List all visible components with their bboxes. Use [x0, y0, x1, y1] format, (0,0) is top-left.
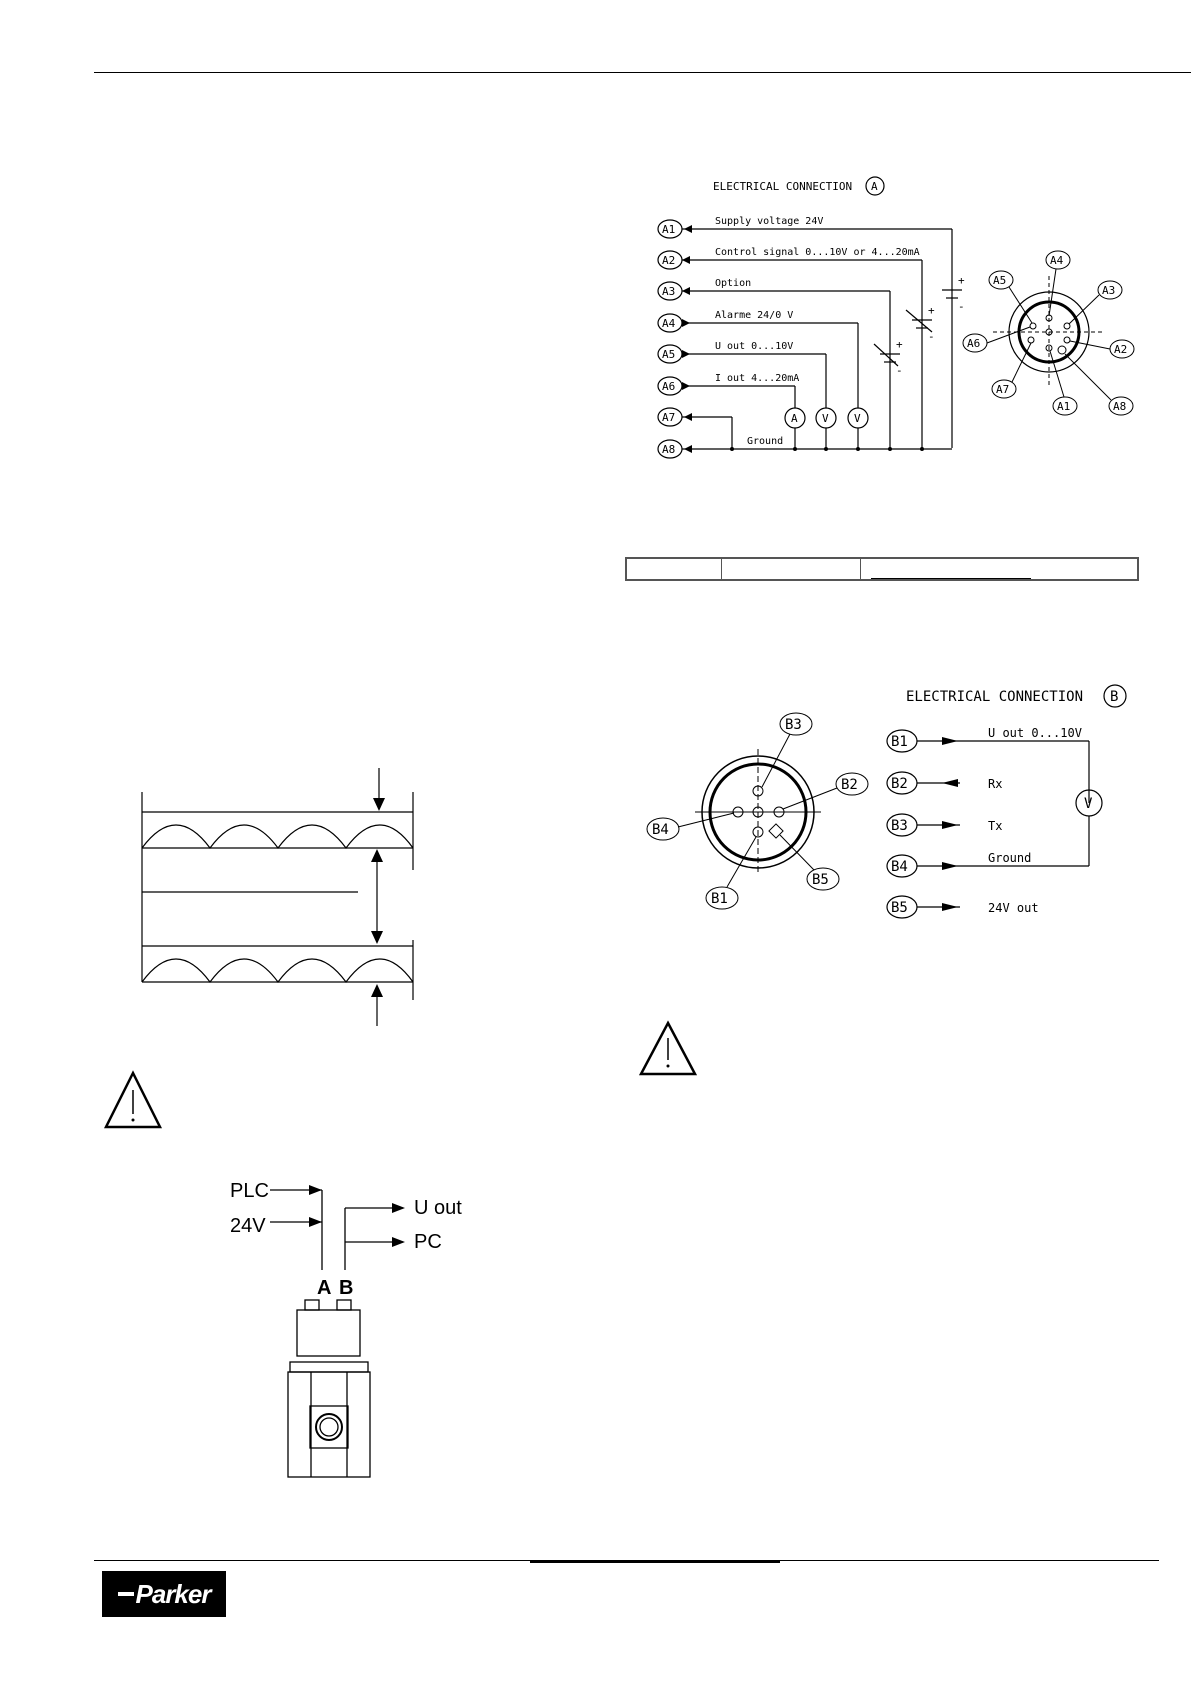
electrical-connection-b-diagram: ELECTRICAL CONNECTION B B3 B2 B4 B1 B5 — [646, 684, 1127, 919]
sig-b5-label: 24V out — [988, 901, 1039, 915]
pin-a3-id: A3 — [662, 285, 675, 298]
pin-a1-label: Supply voltage 24V — [715, 216, 823, 227]
sig-b4-id: B4 — [891, 859, 908, 875]
sig-b1-id: B1 — [891, 734, 908, 750]
conn-a-title-tag: A — [871, 180, 878, 193]
pin-a2-label: Control signal 0...10V or 4...20mA — [715, 247, 920, 258]
header-rule — [94, 72, 1191, 73]
battery3-plus: + — [896, 338, 903, 351]
pin-a3-label: Option — [715, 278, 751, 289]
battery1-minus: - — [958, 300, 965, 313]
ground-label: Ground — [747, 436, 783, 447]
battery1-plus: + — [958, 274, 965, 287]
valve-port-a: A — [317, 1277, 331, 1299]
pin-a5-label: U out 0...10V — [715, 341, 793, 352]
sig-b1-label: U out 0...10V — [988, 726, 1082, 740]
conn-a-pin-a7: A7 — [996, 383, 1009, 396]
sig-b2-id: B2 — [891, 776, 908, 792]
conn-a-pin-a4: A4 — [1050, 254, 1064, 267]
layer-spacing-diagram — [141, 768, 414, 1026]
conn-b-title-tag: B — [1110, 689, 1118, 705]
pin-a6-id: A6 — [662, 380, 675, 393]
valve-input-plc: PLC — [230, 1180, 269, 1202]
valve-output-pc: PC — [414, 1231, 442, 1253]
conn-b-pin-b4: B4 — [652, 822, 669, 838]
conn-a-pin-a6: A6 — [967, 337, 980, 350]
meter-v1: V — [822, 412, 829, 425]
conn-a-pin-a8: A8 — [1113, 400, 1126, 413]
conn-b-title: ELECTRICAL CONNECTION — [906, 689, 1083, 705]
pin-a4-id: A4 — [662, 317, 676, 330]
conn-a-pin-a2: A2 — [1114, 343, 1127, 356]
warning-icon-left — [103, 1070, 163, 1129]
pin-a5-id: A5 — [662, 348, 675, 361]
sig-b3-id: B3 — [891, 818, 908, 834]
battery3-minus: - — [896, 364, 903, 377]
pin-a2-id: A2 — [662, 254, 675, 267]
conn-b-pin-b3: B3 — [785, 717, 802, 733]
logo-text: Parker — [135, 1578, 212, 1609]
sig-b3-label: Tx — [988, 819, 1002, 833]
electrical-connection-a-diagram: ELECTRICAL CONNECTION A — [657, 176, 1135, 459]
footer-rule-accent — [530, 1560, 780, 1563]
pin-a1-id: A1 — [662, 223, 675, 236]
conn-b-pin-b2: B2 — [841, 777, 858, 793]
pin-a6-label: I out 4...20mA — [715, 373, 799, 384]
valve-output-uout: U out — [414, 1197, 462, 1219]
pin-a8-id: A8 — [662, 443, 675, 456]
pin-a7-id: A7 — [662, 411, 675, 424]
conn-a-pin-a3: A3 — [1102, 284, 1115, 297]
empty-table-row — [625, 557, 1139, 581]
warning-icon — [638, 1020, 698, 1076]
conn-b-pin-b1: B1 — [711, 891, 728, 907]
battery2-minus: - — [928, 330, 935, 343]
meter-v-b: V — [1084, 796, 1093, 812]
meter-a: A — [791, 412, 798, 425]
valve-input-24v: 24V — [230, 1215, 266, 1237]
battery2-plus: + — [928, 304, 935, 317]
sig-b2-label: Rx — [988, 777, 1002, 791]
parker-logo: Parker — [102, 1571, 226, 1617]
conn-a-pin-a1: A1 — [1057, 400, 1070, 413]
valve-port-b: B — [339, 1277, 353, 1299]
conn-b-pin-b5: B5 — [812, 872, 829, 888]
conn-a-title: ELECTRICAL CONNECTION — [713, 180, 852, 193]
pin-a4-label: Alarme 24/0 V — [715, 310, 793, 321]
sig-b5-id: B5 — [891, 900, 908, 916]
meter-v2: V — [854, 412, 861, 425]
conn-a-pin-a5: A5 — [993, 274, 1006, 287]
logo-bar — [117, 1592, 134, 1596]
valve-wiring-diagram: PLC 24V U out PC A B — [230, 1180, 462, 1478]
sig-b4-label: Ground — [988, 851, 1031, 865]
